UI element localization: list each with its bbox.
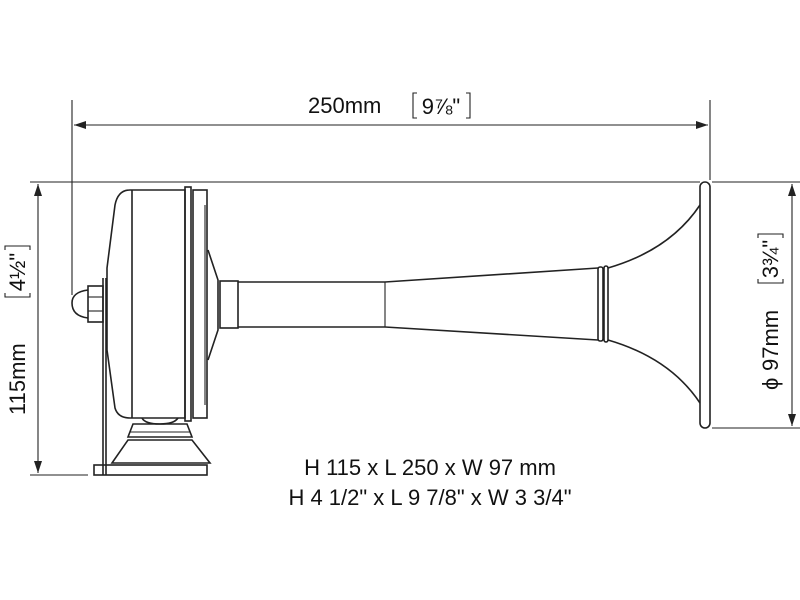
svg-text:4½": 4½" xyxy=(5,253,30,291)
summary-metric: H 115 x L 250 x W 97 mm xyxy=(304,455,556,480)
svg-text:3¾": 3¾" xyxy=(758,240,783,278)
horn-body xyxy=(71,181,711,476)
summary-imperial: H 4 1/2" x L 9 7/8" x W 3 3/4" xyxy=(288,485,571,510)
svg-text:9⅞": 9⅞" xyxy=(422,94,460,119)
nut xyxy=(71,285,104,323)
length-label: 250mm 9⅞" xyxy=(308,92,471,119)
extension-lines xyxy=(30,100,800,476)
diameter-label: ϕ 97mm 3¾" xyxy=(757,233,784,390)
svg-text:97mm: 97mm xyxy=(758,310,783,371)
svg-text:115mm: 115mm xyxy=(5,343,30,415)
mounting-foot xyxy=(93,417,212,476)
svg-text:250mm: 250mm xyxy=(308,93,381,118)
height-label: 115mm 4½" xyxy=(4,245,31,415)
svg-text:ϕ: ϕ xyxy=(758,378,783,390)
